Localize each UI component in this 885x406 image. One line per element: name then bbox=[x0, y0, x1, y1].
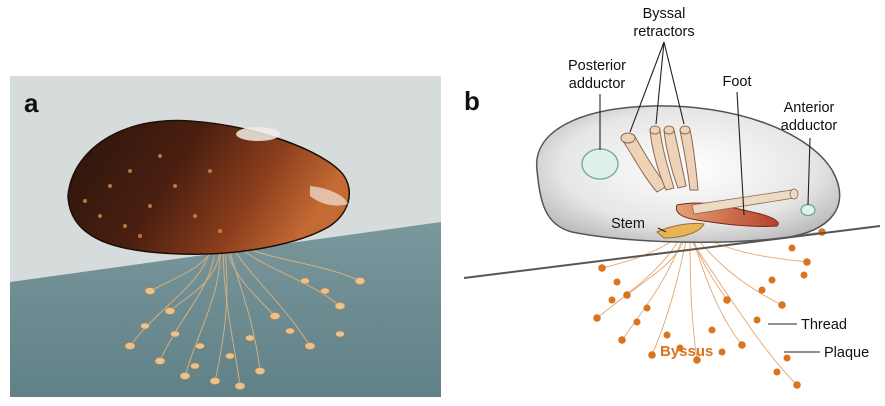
label-thread: Thread bbox=[801, 317, 847, 333]
label-posterior-adductor-line2: adductor bbox=[569, 76, 626, 92]
mussel-photo bbox=[10, 76, 441, 397]
label-plaque: Plaque bbox=[824, 345, 869, 361]
mussel-diagram: b Byssal retractors Posterior adductor F… bbox=[452, 0, 885, 401]
label-byssal-retractors-line1: Byssal bbox=[643, 6, 686, 22]
panel-a-photo bbox=[10, 76, 441, 397]
posterior-adductor-muscle bbox=[582, 149, 618, 179]
label-foot: Foot bbox=[722, 74, 751, 90]
label-stem: Stem bbox=[611, 216, 645, 232]
label-anterior-adductor-line1: Anterior bbox=[784, 100, 835, 116]
panel-a-letter: a bbox=[24, 88, 39, 118]
shell-highlight bbox=[236, 127, 280, 141]
label-byssus: Byssus bbox=[660, 343, 713, 360]
panel-b-letter: b bbox=[464, 86, 480, 116]
diagram-byssus-threads bbox=[597, 232, 822, 385]
label-posterior-adductor-line1: Posterior bbox=[568, 58, 626, 74]
panel-a-letter-layer: a bbox=[10, 76, 70, 126]
anterior-adductor-muscle bbox=[801, 205, 815, 216]
label-byssal-retractors-line2: retractors bbox=[633, 24, 694, 40]
foot-retractor-end bbox=[790, 189, 798, 199]
label-anterior-adductor-line2: adductor bbox=[781, 118, 838, 134]
panel-b-diagram: b Byssal retractors Posterior adductor F… bbox=[452, 0, 885, 401]
